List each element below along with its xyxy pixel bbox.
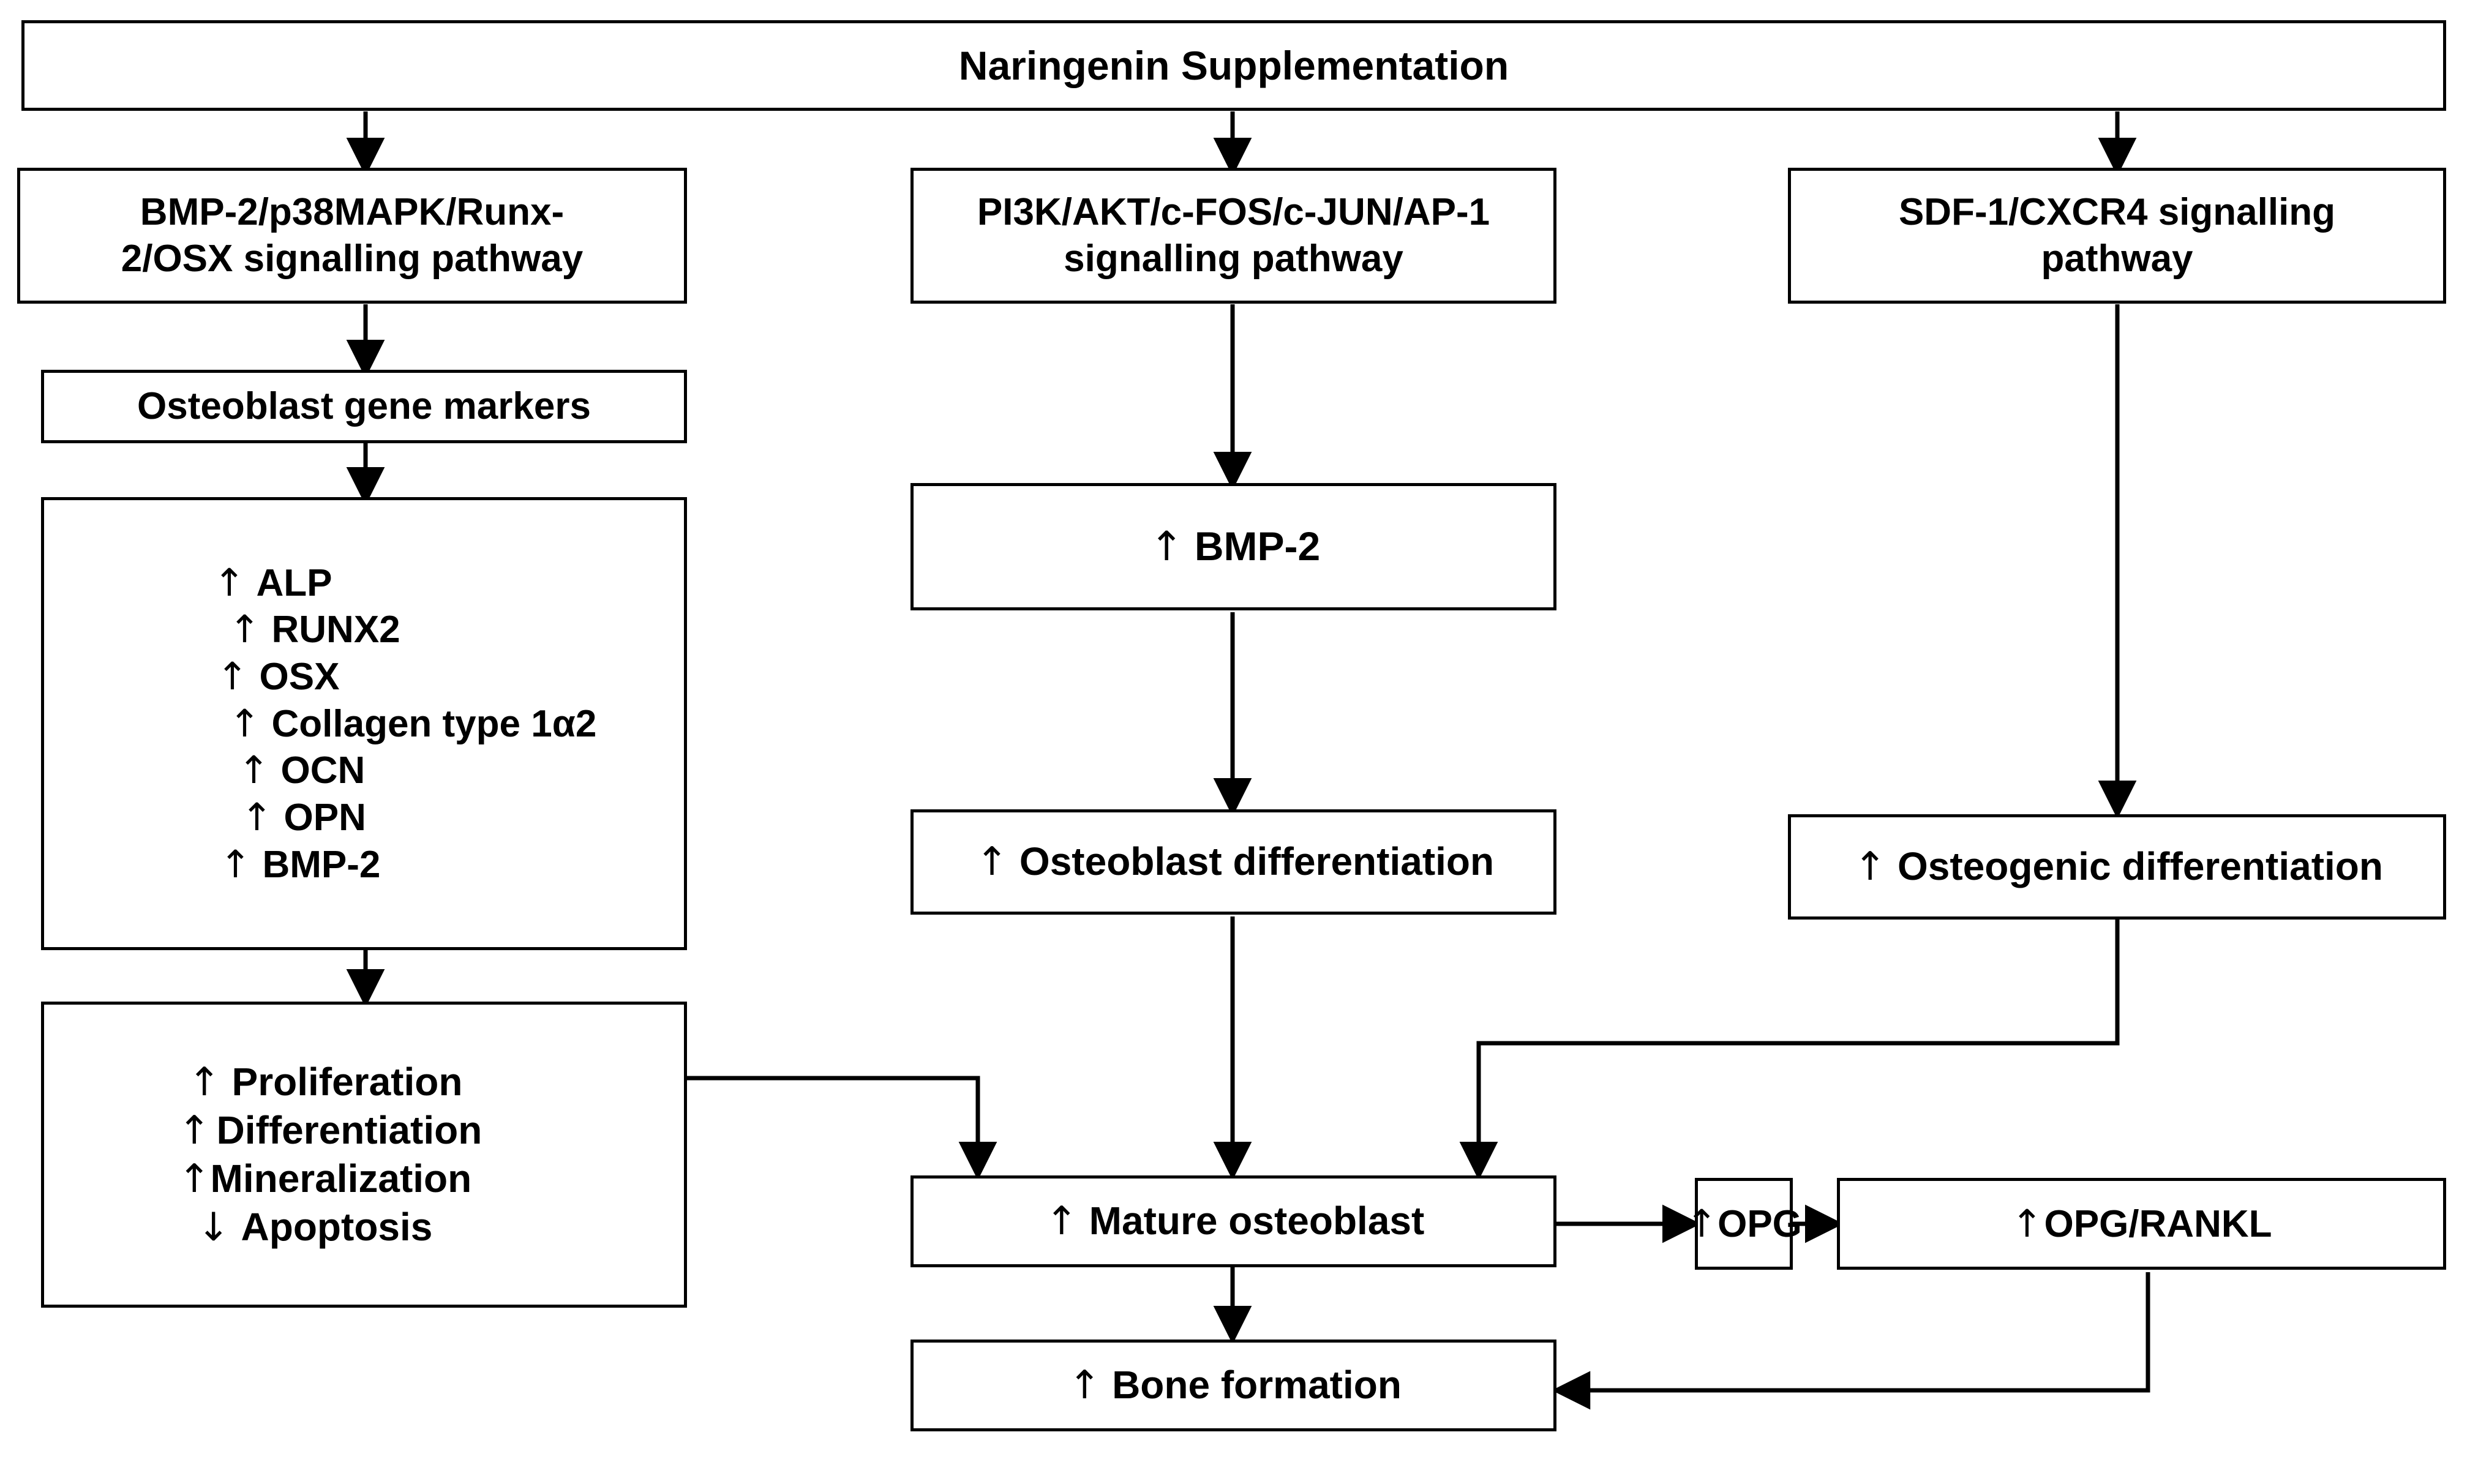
up-arrow-icon: ↑ — [178, 1107, 211, 1153]
box-osteoblast-gene-markers-header: Osteoblast gene markers — [41, 370, 687, 443]
cell-effect-label: Differentiation — [216, 1107, 482, 1152]
up-arrow-icon: ↑ — [2011, 1201, 2043, 1246]
box-opg: ↑ OPG — [1686, 1178, 1802, 1270]
pathway-bmp2-line2: 2/OSX signalling pathway — [121, 238, 584, 280]
up-arrow-icon: ↑ — [1686, 1201, 1718, 1246]
down-arrow-icon: ↓ — [197, 1205, 230, 1251]
gene-marker-label: OSX — [259, 656, 340, 699]
up-arrow-icon: ↑ — [1149, 523, 1184, 571]
gene-markers-header-label: Osteoblast gene markers — [137, 385, 591, 428]
gene-marker-row: ↑ Collagen type 1α2 — [44, 700, 684, 748]
up-arrow-icon: ↑ — [1045, 1199, 1078, 1245]
cell-effect-label: Mineralization — [210, 1156, 472, 1201]
gene-marker-label: RUNX2 — [271, 609, 400, 651]
edge-opgrankl-to-boneformation — [1552, 1272, 2150, 1410]
up-arrow-icon: ↑ — [219, 841, 252, 886]
box-pathway-pi3k-akt-cfos-cjun-ap1: PI3K/AKT/c-FOS/c-JUN/AP-1 signalling pat… — [910, 168, 1556, 304]
up-arrow-icon: ↑ — [975, 839, 1008, 885]
box-osteogenic-differentiation: ↑ Osteogenic differentiation — [1788, 814, 2446, 920]
cell-effect-row: ↑ Differentiation — [44, 1106, 684, 1155]
edge-effects-to-mature — [687, 1076, 997, 1180]
banner-naringenin-supplementation: Naringenin Supplementation — [21, 20, 2446, 111]
opg-rankl-label: OPG/RANKL — [2044, 1202, 2272, 1245]
box-osteoblast-gene-markers-list: ↑ ALP ↑ RUNX2 ↑ OSX ↑ Collagen type 1α2 … — [41, 497, 687, 950]
gene-marker-row: ↑ RUNX2 — [44, 606, 684, 653]
cell-effect-row: ↑ Mineralization — [44, 1155, 684, 1203]
edge-osteogenic-to-mature — [1459, 920, 2120, 1180]
box-osteoblast-cell-effects: ↑ Proliferation ↑ Differentiation ↑ Mine… — [41, 1002, 687, 1308]
box-bone-formation: ↑ Bone formation — [910, 1340, 1556, 1431]
pathway-sdf1-line2: pathway — [2041, 238, 2193, 280]
gene-marker-label: BMP-2 — [262, 843, 381, 886]
gene-marker-row: ↑ BMP-2 — [44, 841, 684, 888]
cell-effect-row: ↓ Apoptosis — [44, 1203, 684, 1251]
osteogenic-differentiation-label: Osteogenic differentiation — [1898, 844, 2383, 889]
opg-label: OPG — [1718, 1202, 1802, 1245]
box-mature-osteoblast: ↑ Mature osteoblast — [910, 1175, 1556, 1267]
box-osteoblast-differentiation: ↑ Osteoblast differentiation — [910, 809, 1556, 915]
gene-marker-label: OCN — [280, 749, 366, 792]
box-pathway-sdf1-cxcr4: SDF-1/CXCR4 signalling pathway — [1788, 168, 2446, 304]
up-arrow-icon: ↑ — [1853, 844, 1887, 890]
gene-marker-row: ↑ OCN — [44, 747, 684, 794]
gene-marker-label: ALP — [256, 561, 332, 604]
gene-marker-row: ↑ ALP — [44, 560, 684, 607]
bone-formation-row: ↑ Bone formation — [914, 1361, 1553, 1409]
opg-rankl-row: ↑ OPG/RANKL — [1840, 1201, 2443, 1248]
up-arrow-icon: ↑ — [216, 654, 249, 699]
osteogenic-differentiation-row: ↑ Osteogenic differentiation — [1791, 842, 2443, 891]
bmp2-row: ↑ BMP-2 — [914, 522, 1553, 572]
bmp2-label: BMP-2 — [1194, 523, 1321, 569]
up-arrow-icon: ↑ — [228, 700, 261, 746]
gene-marker-label: OPN — [283, 796, 366, 839]
mature-osteoblast-row: ↑ Mature osteoblast — [914, 1197, 1553, 1245]
bone-formation-label: Bone formation — [1112, 1363, 1402, 1407]
pathway-pi3k-line1: PI3K/AKT/c-FOS/c-JUN/AP-1 — [977, 191, 1490, 234]
cell-effect-row: ↑ Proliferation — [44, 1058, 684, 1106]
box-pathway-bmp2-p38mapk-runx2-osx: BMP-2/p38MAPK/Runx- 2/OSX signalling pat… — [17, 168, 687, 304]
up-arrow-icon: ↑ — [1068, 1363, 1102, 1409]
gene-marker-row: ↑ OPN — [44, 794, 684, 841]
banner-label: Naringenin Supplementation — [958, 42, 1509, 88]
osteoblast-differentiation-row: ↑ Osteoblast differentiation — [914, 838, 1553, 886]
pathway-sdf1-line1: SDF-1/CXCR4 signalling — [1898, 191, 2336, 234]
up-arrow-icon: ↑ — [187, 1059, 221, 1105]
opg-row: ↑ OPG — [1686, 1201, 1802, 1248]
up-arrow-icon: ↑ — [228, 607, 261, 652]
pathway-pi3k-line2: signalling pathway — [1064, 238, 1403, 280]
pathway-bmp2-line1: BMP-2/p38MAPK/Runx- — [140, 191, 565, 234]
up-arrow-icon: ↑ — [241, 794, 273, 839]
up-arrow-icon: ↑ — [213, 560, 246, 605]
cell-effect-label: Proliferation — [231, 1059, 463, 1104]
gene-marker-label: Collagen type 1α2 — [271, 702, 597, 745]
cell-effect-label: Apoptosis — [241, 1205, 433, 1250]
box-bmp2-upregulated: ↑ BMP-2 — [910, 483, 1556, 610]
box-opg-rankl-ratio: ↑ OPG/RANKL — [1837, 1178, 2446, 1270]
up-arrow-icon: ↑ — [178, 1156, 211, 1202]
gene-marker-row: ↑ OSX — [44, 653, 684, 700]
osteoblast-differentiation-label: Osteoblast differentiation — [1019, 839, 1495, 884]
up-arrow-icon: ↑ — [238, 748, 270, 793]
mature-osteoblast-label: Mature osteoblast — [1089, 1199, 1425, 1243]
